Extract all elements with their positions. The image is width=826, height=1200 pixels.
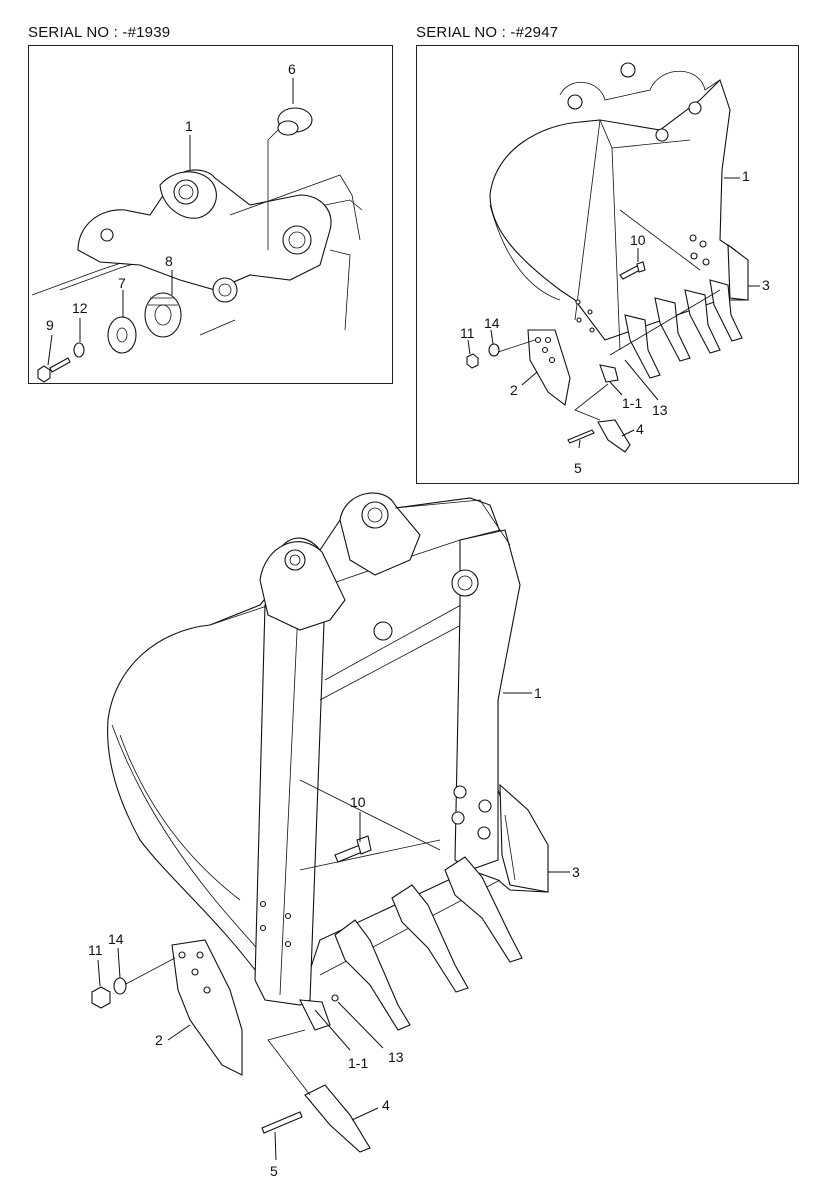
callout-right-14: 14 <box>484 315 500 331</box>
serial-number-left: SERIAL NO : -#1939 <box>28 24 171 41</box>
callout-right-4: 4 <box>636 421 644 437</box>
main-callouts: 1 10 3 11 14 2 1-1 13 4 5 <box>88 685 580 1179</box>
main-leaders <box>97 692 570 1161</box>
callout-left-6: 6 <box>288 61 296 77</box>
callout-main-2: 2 <box>155 1032 163 1048</box>
callout-main-11: 11 <box>88 942 103 958</box>
callout-main-3: 3 <box>572 864 580 880</box>
callout-right-1: 1 <box>742 168 750 184</box>
callout-main-5: 5 <box>270 1163 278 1179</box>
right-bucket-assembly <box>466 62 749 453</box>
callout-left-8: 8 <box>165 253 173 269</box>
callout-right-1-1: 1-1 <box>622 395 642 411</box>
callout-left-1: 1 <box>185 118 193 134</box>
callout-right-2: 2 <box>510 382 518 398</box>
main-bucket-assembly <box>91 492 549 1153</box>
callout-left-7: 7 <box>118 275 126 291</box>
callout-right-10: 10 <box>630 232 646 248</box>
callout-main-14: 14 <box>108 931 124 947</box>
callout-main-1-1: 1-1 <box>348 1055 368 1071</box>
callout-left-12: 12 <box>72 300 88 316</box>
callout-main-1: 1 <box>534 685 542 701</box>
right-panel-callouts: 1 10 3 11 14 2 1-1 13 4 5 <box>460 168 770 476</box>
callout-left-9: 9 <box>46 317 54 333</box>
callout-main-13: 13 <box>388 1049 404 1065</box>
right-panel-leaders <box>467 177 760 449</box>
callout-right-13: 13 <box>652 402 668 418</box>
left-bracket-assembly <box>31 107 363 383</box>
left-panel-callouts: 6 1 8 7 12 9 <box>46 61 296 333</box>
left-panel-leaders <box>47 78 294 366</box>
callout-right-5: 5 <box>574 460 582 476</box>
serial-number-right: SERIAL NO : -#2947 <box>416 24 559 41</box>
callout-right-11: 11 <box>460 325 475 341</box>
callout-main-4: 4 <box>382 1097 390 1113</box>
callout-right-3: 3 <box>762 277 770 293</box>
callout-main-10: 10 <box>350 794 366 810</box>
